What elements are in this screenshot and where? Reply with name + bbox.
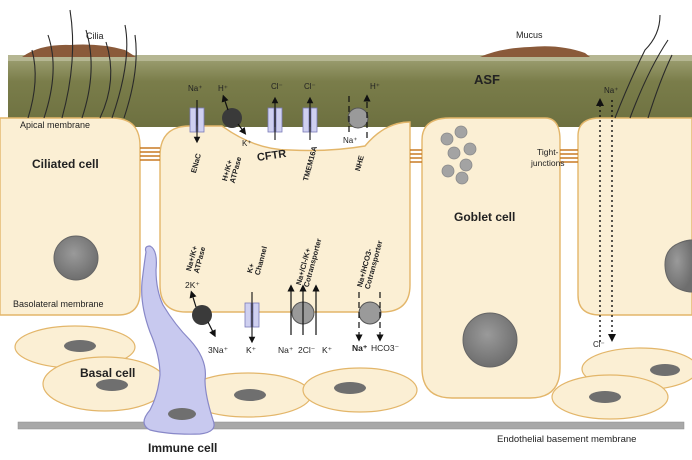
nhe-h-label: H⁺: [370, 82, 380, 91]
tight-junctions-label-2: junctions: [531, 158, 565, 168]
h-k-atpase-pump: [222, 108, 242, 128]
tmem16a-channel: [302, 107, 310, 133]
atpase-k-label: K⁺: [242, 139, 252, 148]
paracellular-na-label: Na⁺: [604, 86, 619, 95]
cftr-ion-label: Cl⁻: [271, 82, 283, 91]
enac-channel: [189, 107, 197, 133]
immune-cell: [141, 245, 215, 435]
tmem16a-ion-label: Cl⁻: [304, 82, 316, 91]
basal-nucleus-2: [96, 379, 128, 391]
asf-label: ASF: [474, 72, 500, 87]
basal-nucleus-6: [589, 391, 621, 403]
asf-top-highlight: [8, 55, 692, 61]
enac-ion-label: Na⁺: [188, 84, 203, 93]
goblet-cell-nucleus: [462, 312, 518, 368]
nkcc-k-label: K⁺: [322, 345, 333, 355]
endothelial-basement-membrane: [17, 421, 685, 430]
basal-nucleus-4: [334, 382, 366, 394]
endothelial-bm-label: Endothelial basement membrane: [497, 434, 637, 445]
ciliated-cell-label: Ciliated cell: [32, 157, 99, 171]
basal-cell-label: Basal cell: [80, 366, 136, 380]
naka-2k-label: 2K⁺: [185, 280, 200, 290]
nkcc-na-label: Na⁺: [278, 345, 294, 355]
mucus-patch-right: [480, 46, 590, 57]
cilia-label: Cilia: [86, 31, 104, 41]
apical-membrane-label: Apical membrane: [20, 120, 91, 130]
nbc-cotransporter: [358, 301, 382, 325]
basal-nucleus-1: [64, 340, 96, 352]
tight-junctions: [140, 147, 578, 163]
basal-nucleus-5: [650, 364, 680, 376]
nbc-hco3-label: HCO3⁻: [371, 343, 400, 353]
central-epithelial-cell: [159, 121, 411, 313]
k-channel: [244, 302, 252, 328]
ciliated-cell-right: [577, 117, 692, 316]
tight-junctions-label-1: Tight-: [537, 147, 559, 157]
nbc-na-label: Na⁺: [352, 343, 368, 353]
nhe-exchanger: [347, 107, 369, 129]
mucin-granules: [440, 125, 477, 185]
ciliated-cell-nucleus: [53, 235, 99, 281]
naka-3na-label: 3Na⁺: [208, 345, 229, 355]
cilia: [27, 9, 673, 119]
basolateral-membrane-label: Basolateral membrane: [13, 299, 104, 309]
goblet-cell-label: Goblet cell: [454, 210, 516, 224]
na-k-atpase-pump: [192, 305, 212, 325]
ciliated-cell-left: [0, 117, 141, 316]
immune-cell-nucleus: [168, 408, 196, 420]
cftr-channel: [267, 107, 275, 133]
mucus-label: Mucus: [516, 30, 543, 40]
nkcc-cl-label: 2Cl⁻: [298, 345, 316, 355]
mucus-patch-left: [22, 44, 136, 57]
immune-cell-label: Immune cell: [148, 441, 218, 455]
basal-nucleus-3: [234, 389, 266, 401]
paracellular-cl-label: Cl⁻: [593, 340, 605, 349]
goblet-cell: [421, 117, 561, 399]
nhe-na-label: Na⁺: [343, 136, 358, 145]
atpase-h-label: H⁺: [218, 84, 228, 93]
k-channel-ion-label: K⁺: [246, 345, 257, 355]
